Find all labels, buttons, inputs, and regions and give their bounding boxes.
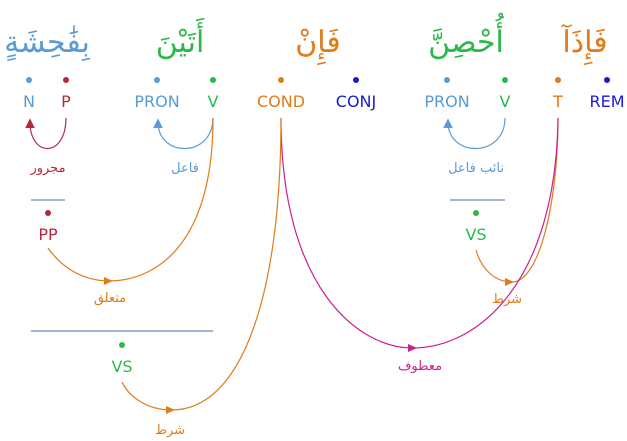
tag-T: T [552, 92, 563, 111]
rel-mutaalliq: متعلق [94, 291, 126, 306]
tag-COND: COND [257, 92, 305, 111]
rel-shart-right: شرط [492, 292, 522, 307]
arc-majrur [25, 117, 67, 150]
rel-matuf: معطوف [398, 359, 442, 374]
rel-shart-left: شرط [155, 423, 185, 438]
arrow-mutaalliq [104, 277, 113, 285]
dot-COND [278, 77, 284, 83]
word-atayna: أَتَيْنَ [156, 17, 205, 60]
dot-PRON2 [154, 77, 160, 83]
arrow-matuf [408, 344, 417, 352]
word-fain: فَإِنْ [295, 25, 341, 66]
arc-fail [153, 117, 214, 150]
tag-PRON-2: PRON [134, 92, 179, 111]
dot-N [26, 77, 32, 83]
dot-V1 [502, 77, 508, 83]
arc-shart-right [475, 117, 559, 283]
tag-N: N [23, 92, 35, 111]
arrow-shart-left [166, 406, 175, 414]
arc-matuf [280, 117, 559, 349]
tag-PRON-1: PRON [424, 92, 469, 111]
dot-VS2 [119, 342, 125, 348]
arc-naib-fail [443, 117, 506, 150]
dot-P [63, 77, 69, 83]
arc-mutaalliq [47, 117, 214, 282]
arrow-shart-right [505, 278, 514, 286]
tag-REM: REM [589, 92, 624, 111]
tag-V-2: V [208, 92, 219, 111]
tag-CONJ: CONJ [336, 92, 376, 111]
dot-REM [604, 77, 610, 83]
dot-PP [45, 210, 51, 216]
dot-V2 [210, 77, 216, 83]
rel-naib-fail: نائب فاعل [448, 161, 504, 176]
arc-shart-left [121, 117, 282, 411]
dot-VS1 [473, 210, 479, 216]
dot-PRON1 [444, 77, 450, 83]
rel-majrur: مجرور [29, 161, 65, 176]
node-VS-2: VS [111, 357, 132, 376]
tag-V-1: V [500, 92, 511, 111]
node-VS-1: VS [465, 225, 486, 244]
word-bifahishatin: بِفَٰحِشَةٍ [4, 25, 90, 62]
rel-fail: فاعل [171, 161, 199, 176]
word-faidha: فَإِذَآ [560, 23, 607, 66]
dot-CONJ [353, 77, 359, 83]
word-uhsinna: أُحْصِنَّ [428, 12, 504, 60]
dot-T [555, 77, 561, 83]
tag-P: P [61, 92, 71, 111]
node-PP: PP [38, 225, 58, 244]
